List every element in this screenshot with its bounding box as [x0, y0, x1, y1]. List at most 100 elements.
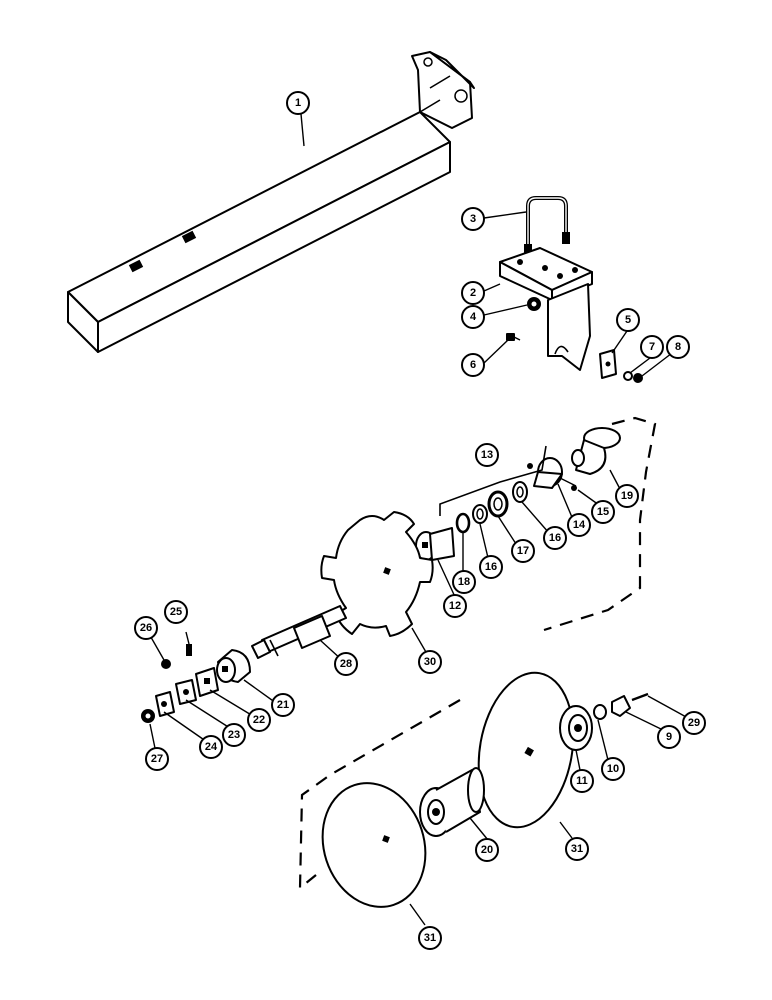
callout-16a: 16: [543, 526, 567, 550]
shaft-28: [251, 605, 347, 659]
callout-label: 31: [424, 932, 436, 944]
seal-16: [512, 481, 528, 503]
callout-3: 3: [461, 207, 485, 231]
spool-11: [559, 705, 593, 751]
callout-label: 5: [625, 314, 631, 326]
nut-4: [527, 297, 541, 311]
spool-20: [419, 767, 485, 837]
bolt-25: [185, 631, 192, 656]
callout-16b: 16: [479, 555, 503, 579]
bracket-13: [439, 445, 547, 516]
nut-8: [633, 373, 643, 383]
callout-4: 4: [461, 305, 485, 329]
bearing-17: [487, 490, 509, 518]
callout-22: 22: [247, 708, 271, 732]
spacer-21: [216, 649, 251, 683]
callout-label: 9: [666, 731, 672, 743]
callout-label: 20: [481, 844, 493, 856]
callout-label: 8: [675, 341, 681, 353]
callout-13: 13: [475, 443, 499, 467]
callout-9: 9: [657, 725, 681, 749]
callout-label: 24: [205, 741, 218, 753]
callout-17: 17: [511, 539, 535, 563]
callout-label: 26: [140, 622, 152, 634]
callout-label: 12: [449, 600, 461, 612]
callout-24: 24: [199, 735, 223, 759]
callout-26: 26: [134, 616, 158, 640]
washer-10: [593, 704, 607, 720]
callout-label: 4: [470, 311, 477, 323]
callout-10: 10: [601, 757, 625, 781]
callout-14: 14: [567, 513, 591, 537]
callout-30: 30: [418, 650, 442, 674]
callout-label: 19: [621, 490, 633, 502]
callout-label: 30: [424, 656, 436, 668]
callout-label: 17: [517, 545, 529, 557]
callout-label: 22: [253, 714, 265, 726]
cotter-29: [631, 692, 649, 702]
plate-23: [175, 679, 197, 705]
callout-15: 15: [591, 500, 615, 524]
callout-label: 14: [573, 519, 586, 531]
callout-label: 27: [151, 753, 163, 765]
group-dash-upper: [543, 416, 657, 632]
callout-label: 2: [470, 287, 476, 299]
callout-8: 8: [666, 335, 690, 359]
plate-5: [599, 349, 617, 379]
callout-label: 1: [295, 97, 301, 109]
callout-19: 19: [615, 484, 639, 508]
nut-27: [141, 709, 155, 723]
washer-7: [623, 371, 633, 381]
callout-23: 23: [222, 723, 246, 747]
callout-label: 25: [170, 606, 182, 618]
callout-label: 18: [458, 576, 470, 588]
callout-6: 6: [461, 353, 485, 377]
snap-ring-18: [455, 512, 471, 534]
callout-18: 18: [452, 570, 476, 594]
plate-24: [155, 691, 175, 717]
callout-label: 28: [340, 658, 352, 670]
callout-29: 29: [682, 711, 706, 735]
callout-20: 20: [475, 838, 499, 862]
callout-31a: 31: [418, 926, 442, 950]
callout-11: 11: [570, 769, 594, 793]
callout-5: 5: [616, 308, 640, 332]
callout-label: 23: [228, 729, 240, 741]
callout-label: 13: [481, 449, 493, 461]
spool-12: [415, 527, 455, 561]
gang-bar: [67, 51, 475, 353]
callout-27: 27: [145, 747, 169, 771]
nut-26: [161, 659, 171, 669]
callout-21: 21: [271, 693, 295, 717]
callout-label: 6: [470, 359, 476, 371]
group-dash-lower: [298, 699, 461, 891]
callout-label: 16: [549, 532, 561, 544]
bearing-housing-14: [527, 457, 577, 489]
callout-7: 7: [640, 335, 664, 359]
bearing-housing-19: [571, 427, 621, 475]
washer-16b: [472, 504, 488, 524]
disc-left-31: [321, 782, 427, 908]
callout-label: 7: [649, 341, 655, 353]
callout-label: 16: [485, 561, 497, 573]
callout-1: 1: [286, 91, 310, 115]
callout-label: 21: [277, 699, 289, 711]
nut-9: [611, 695, 631, 717]
callout-label: 10: [607, 763, 619, 775]
disc-right-31: [477, 671, 575, 829]
plate-22: [195, 667, 219, 697]
callout-2: 2: [461, 281, 485, 305]
callout-12: 12: [443, 594, 467, 618]
callout-31b: 31: [565, 837, 589, 861]
callout-28: 28: [334, 652, 358, 676]
callout-label: 29: [688, 717, 700, 729]
callout-label: 3: [470, 213, 476, 225]
callout-label: 11: [576, 775, 588, 787]
callout-label: 15: [597, 506, 609, 518]
bolt-6: [506, 333, 521, 341]
hanger-bracket: [499, 247, 593, 371]
u-bolt: [524, 196, 570, 254]
callout-25: 25: [164, 600, 188, 624]
callout-label: 31: [571, 843, 583, 855]
